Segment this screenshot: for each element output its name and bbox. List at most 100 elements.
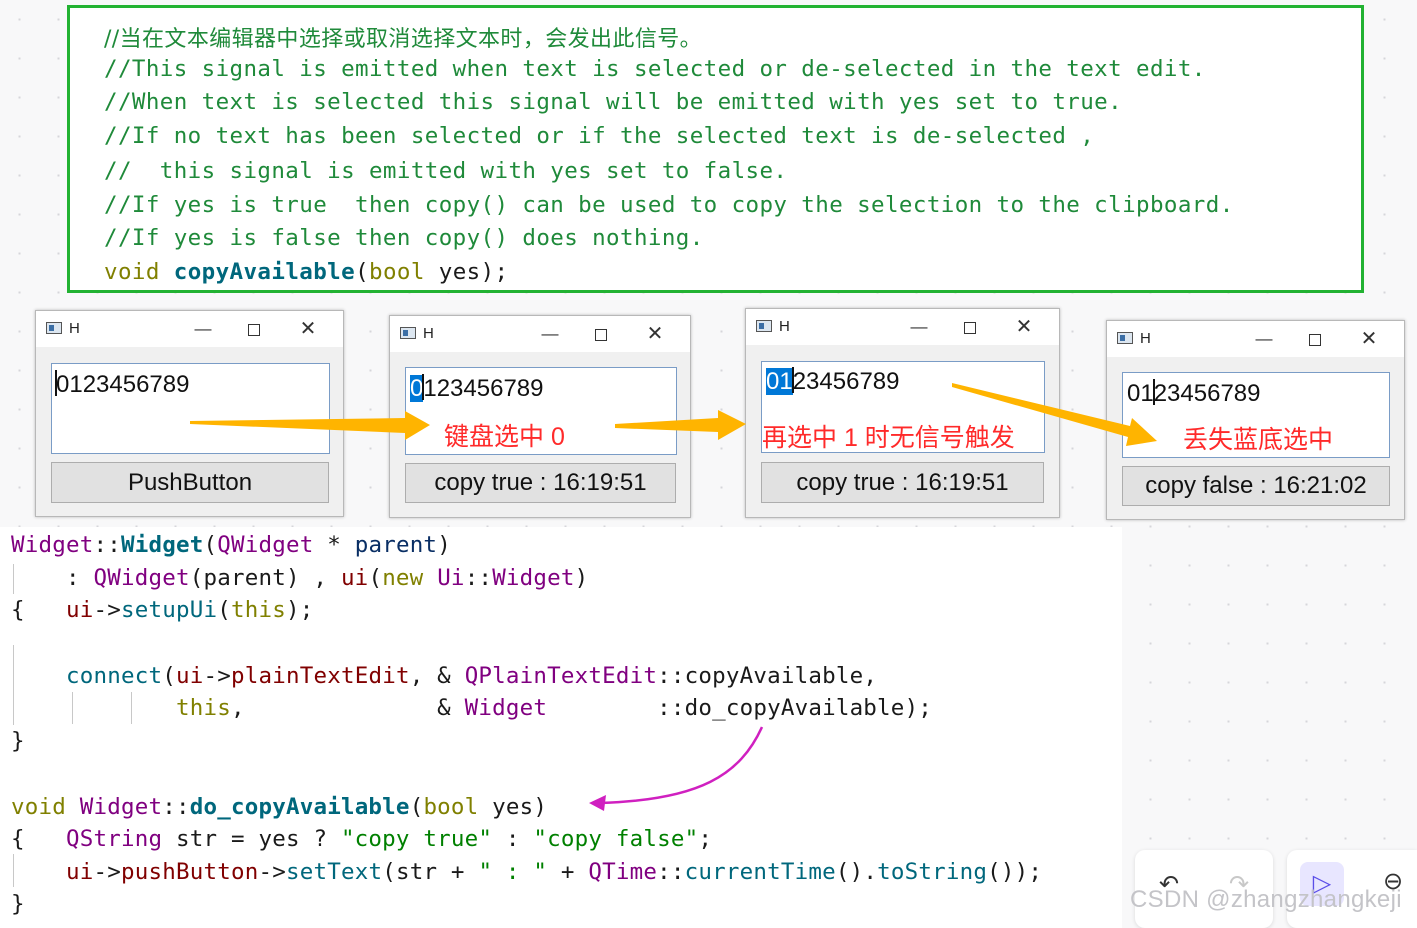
tok: :: bbox=[93, 532, 121, 558]
tok: :: bbox=[657, 859, 685, 885]
plain-text-edit[interactable]: 0123456789 bbox=[51, 363, 330, 454]
close-button[interactable]: ✕ bbox=[1015, 316, 1033, 338]
tok: QString bbox=[66, 826, 163, 852]
tok: ( bbox=[409, 794, 424, 820]
maximize-button[interactable] bbox=[586, 320, 616, 348]
arrow-1 bbox=[190, 411, 430, 440]
text-caret bbox=[1152, 379, 1155, 405]
text-caret bbox=[422, 374, 425, 400]
redo-button[interactable]: ↷ bbox=[1228, 871, 1250, 898]
tok: Widget bbox=[464, 695, 548, 721]
undo-button[interactable]: ↶ bbox=[1158, 871, 1180, 898]
tok: connect bbox=[66, 663, 163, 689]
app-window-icon bbox=[400, 327, 416, 339]
push-button[interactable]: PushButton bbox=[51, 462, 329, 503]
window-title: H bbox=[69, 320, 80, 337]
tok: void bbox=[11, 794, 66, 820]
maximize-button[interactable] bbox=[1300, 325, 1330, 353]
decl-void-keyword: void bbox=[104, 259, 160, 285]
tok: ()); bbox=[987, 859, 1043, 885]
tok: Widget bbox=[79, 794, 163, 820]
edit-text-after: 23456789 bbox=[1153, 380, 1261, 407]
doc-comment-box: //当在文本编辑器中选择或取消选择文本时，会发出此信号。 //This sign… bbox=[67, 5, 1364, 293]
tok: ); bbox=[285, 597, 314, 623]
tok: ); bbox=[904, 695, 933, 721]
tok: bool bbox=[423, 794, 479, 820]
tok: ( bbox=[217, 597, 231, 623]
maximize-button[interactable] bbox=[955, 313, 985, 341]
push-button[interactable]: copy false : 16:21:02 bbox=[1122, 466, 1390, 506]
tok: str = yes ? bbox=[162, 826, 341, 852]
window-titlebar: H — ✕ bbox=[36, 311, 343, 347]
code-line-7: void Widget::do_copyAvailable(bool yes) bbox=[11, 794, 547, 820]
tok: -> bbox=[93, 859, 121, 885]
edit-content: 0123456789 bbox=[410, 374, 544, 403]
window-titlebar: H — ✕ bbox=[746, 309, 1059, 345]
tok: plainTextEdit bbox=[230, 663, 410, 689]
doc-declaration: void copyAvailable(bool yes); bbox=[104, 259, 509, 285]
history-toolbar: ↶ ↷ bbox=[1135, 850, 1273, 928]
tok: Widget bbox=[11, 532, 94, 558]
app-window-icon bbox=[46, 322, 62, 334]
app-window-icon bbox=[1117, 332, 1133, 344]
tok: QWidget bbox=[93, 565, 190, 591]
annotation-lose-selection: 丢失蓝底选中 bbox=[1183, 426, 1334, 454]
qt-window-2: H — ✕ 0123456789 copy true : 16:19:51 bbox=[389, 315, 691, 518]
maximize-icon bbox=[964, 321, 976, 334]
selected-text: 0 bbox=[410, 375, 424, 402]
tok: setupUi bbox=[121, 597, 218, 623]
edit-content: 0123456789 bbox=[55, 370, 190, 399]
tok: new bbox=[382, 565, 424, 591]
close-button[interactable]: ✕ bbox=[1360, 328, 1378, 350]
tok: ( bbox=[162, 663, 176, 689]
maximize-icon bbox=[248, 323, 260, 336]
push-button[interactable]: copy true : 16:19:51 bbox=[405, 463, 676, 503]
tools-toolbar: ▷ ⊖ bbox=[1287, 850, 1417, 928]
doc-line-7: //If yes is false then copy() does nothi… bbox=[104, 225, 704, 251]
tok: pushButton bbox=[121, 859, 259, 885]
qt-window-1: H — ✕ 0123456789 PushButton bbox=[35, 310, 344, 517]
tok: do_copyAvailable bbox=[684, 695, 905, 721]
code-line-1: Widget::Widget(QWidget * parent) bbox=[11, 532, 451, 558]
code-line-10: } bbox=[11, 891, 25, 917]
edit-text-after: 0123456789 bbox=[56, 371, 190, 398]
text-caret bbox=[791, 367, 794, 393]
maximize-icon bbox=[1309, 333, 1321, 346]
doc-line-2: //This signal is emitted when text is se… bbox=[104, 56, 1206, 82]
window-title: H bbox=[779, 318, 790, 335]
close-button[interactable]: ✕ bbox=[646, 323, 664, 345]
tok: * bbox=[313, 532, 355, 558]
tok: Widget bbox=[492, 565, 575, 591]
zoom-out-button[interactable]: ⊖ bbox=[1382, 868, 1404, 895]
pointer-tool-button[interactable]: ▷ bbox=[1300, 862, 1344, 906]
code-line-9: ui->pushButton->setText(str + " : " + QT… bbox=[11, 859, 1042, 885]
tok: , bbox=[863, 663, 878, 689]
tok: : bbox=[492, 826, 534, 852]
minimize-button[interactable]: — bbox=[541, 324, 559, 343]
tok: ) bbox=[437, 532, 451, 558]
tok: ( bbox=[368, 565, 383, 591]
tok: (). bbox=[835, 859, 878, 885]
indent-guide bbox=[131, 692, 132, 724]
tok: , & bbox=[409, 663, 465, 689]
code-line-8: { QString str = yes ? "copy true" : "cop… bbox=[11, 826, 712, 852]
close-button[interactable]: ✕ bbox=[299, 318, 317, 340]
edit-content: 0123456789 bbox=[1127, 379, 1260, 408]
minimize-button[interactable]: — bbox=[1255, 329, 1273, 348]
maximize-button[interactable] bbox=[239, 315, 269, 343]
code-line-2: : QWidget(parent) , ui(new Ui::Widget) bbox=[11, 565, 588, 591]
annotation-keyboard-select: 键盘选中 0 bbox=[444, 423, 565, 451]
tok: yes) bbox=[478, 794, 548, 820]
push-button[interactable]: copy true : 16:19:51 bbox=[761, 462, 1044, 503]
plain-text-edit[interactable]: 0123456789 bbox=[761, 361, 1045, 453]
plain-text-edit[interactable]: 0123456789 bbox=[405, 367, 677, 455]
minimize-button[interactable]: — bbox=[910, 317, 928, 336]
plain-text-edit[interactable]: 0123456789 bbox=[1122, 372, 1390, 458]
csdn-watermark: CSDN @zhangzhangkeji bbox=[1130, 886, 1402, 913]
indent-guide bbox=[72, 692, 73, 724]
minimize-button[interactable]: — bbox=[194, 319, 212, 338]
code-line-3: { ui->setupUi(this); bbox=[11, 597, 313, 623]
qt-window-4: H — ✕ 0123456789 copy false : 16:21:02 bbox=[1106, 320, 1405, 520]
code-line-5: this, & Widget ::do_copyAvailable); bbox=[11, 695, 932, 721]
